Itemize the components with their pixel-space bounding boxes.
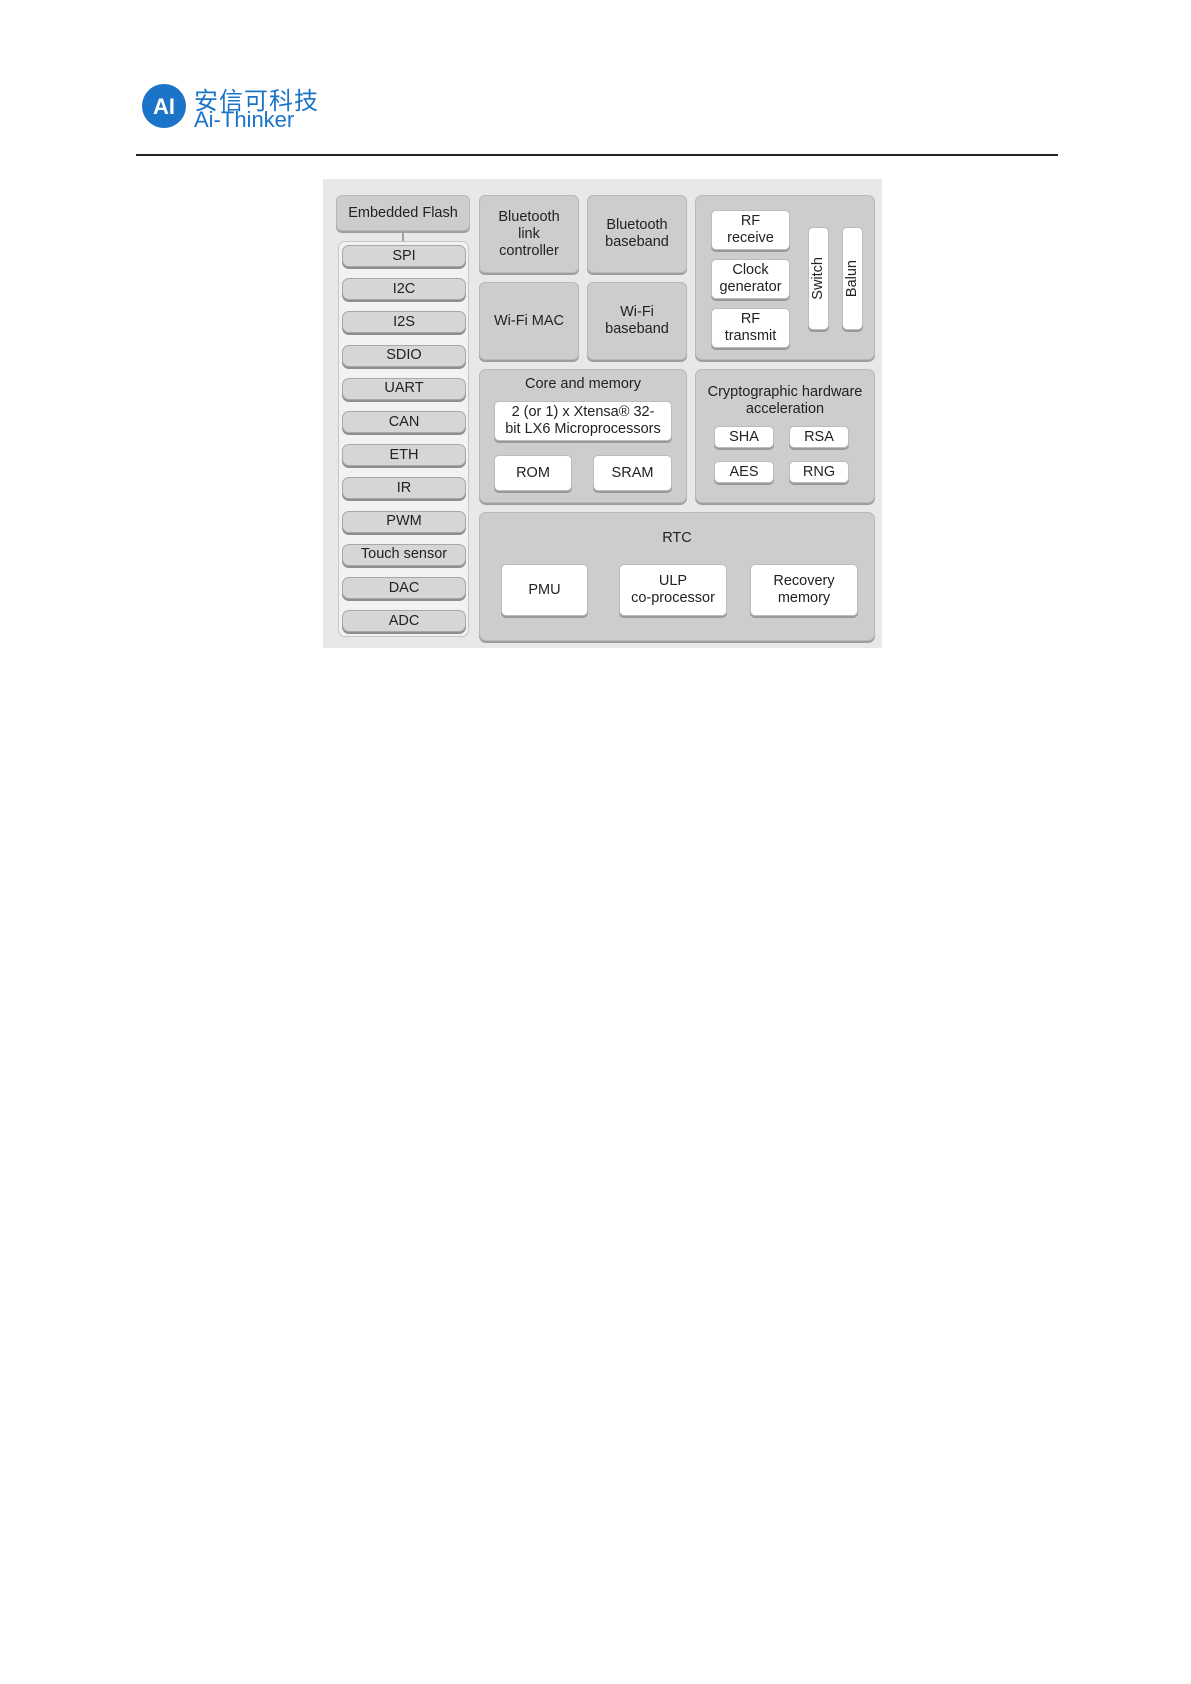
brand-name-english: Ai-Thinker	[194, 107, 295, 132]
switch-label: Switch	[810, 257, 826, 300]
wifi-baseband-block: Wi-Fi baseband	[587, 282, 687, 360]
sha-block: SHA	[714, 426, 774, 448]
peripheral-dac: DAC	[342, 577, 466, 599]
embedded-flash-block: Embedded Flash	[336, 195, 470, 231]
peripherals-panel	[338, 241, 469, 637]
ulp-coprocessor-block: ULP co-processor	[619, 564, 727, 616]
esp32-block-diagram: Embedded Flash Bluetooth link controller…	[323, 179, 882, 648]
logo-text: AI	[153, 94, 175, 119]
peripheral-adc: ADC	[342, 610, 466, 633]
peripheral-eth: ETH	[342, 444, 466, 467]
crypto-title: Cryptographic hardware acceleration	[707, 384, 863, 417]
flash-connector	[402, 231, 404, 241]
aes-block: AES	[714, 461, 774, 483]
peripheral-i2s: I2S	[342, 311, 466, 334]
rtc-title: RTC	[662, 530, 692, 546]
clock-generator-block: Clock generator	[711, 259, 790, 299]
peripheral-pwm: PWM	[342, 510, 466, 533]
peripheral-ir: IR	[342, 477, 466, 500]
bluetooth-baseband-block: Bluetooth baseband	[587, 195, 687, 273]
peripheral-i2c: I2C	[342, 278, 466, 301]
xtensa-cpu-block: 2 (or 1) x Xtensa® 32- bit LX6 Microproc…	[494, 401, 672, 441]
pmu-block: PMU	[501, 564, 588, 616]
bluetooth-link-controller-block: Bluetooth link controller	[479, 195, 579, 273]
rng-block: RNG	[789, 461, 849, 483]
rf-receive-block: RF receive	[711, 210, 790, 250]
logo-mark-icon: AI	[153, 94, 175, 119]
wifi-mac-block: Wi-Fi MAC	[479, 282, 579, 360]
peripheral-spi: SPI	[342, 245, 466, 267]
peripheral-uart: UART	[342, 377, 466, 400]
switch-block: Switch	[808, 227, 829, 330]
balun-block: Balun	[842, 227, 863, 330]
sram-block: SRAM	[593, 455, 672, 491]
rom-block: ROM	[494, 455, 572, 491]
core-memory-title: Core and memory	[524, 376, 642, 392]
peripheral-sdio: SDIO	[342, 344, 466, 367]
balun-label: Balun	[844, 259, 860, 298]
ai-thinker-logo: AI	[142, 84, 186, 128]
header-divider	[136, 154, 1058, 156]
rsa-block: RSA	[789, 426, 849, 448]
peripheral-touch-sensor: Touch sensor	[342, 543, 466, 566]
peripheral-can: CAN	[342, 411, 466, 433]
brand-name-chinese: 安信可科技	[194, 87, 319, 115]
rf-transmit-block: RF transmit	[711, 308, 790, 348]
recovery-memory-block: Recovery memory	[750, 564, 858, 616]
